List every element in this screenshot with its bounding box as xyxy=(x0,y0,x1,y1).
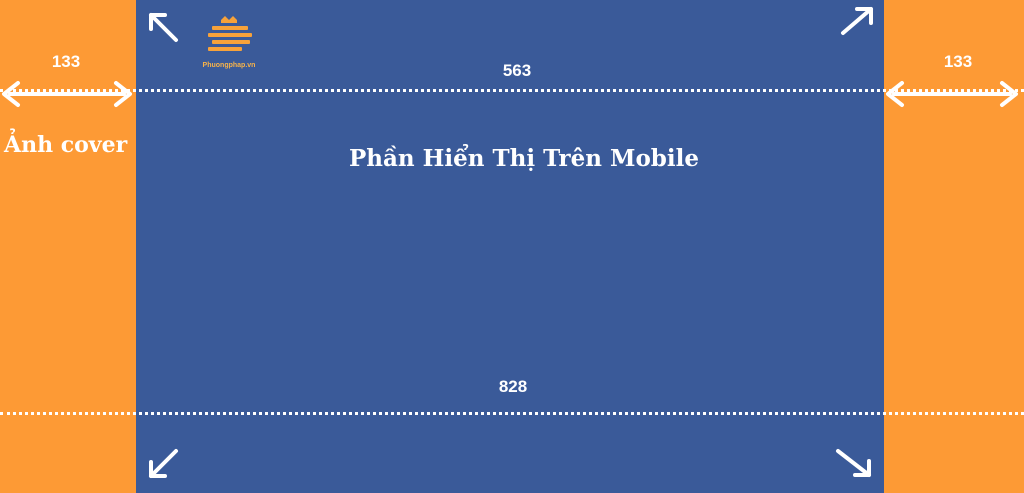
logo-text: Phuongphap.vn xyxy=(202,62,256,69)
total-width-guide-line xyxy=(0,412,1024,415)
crown-stripes-logo-icon xyxy=(208,16,252,51)
left-width-double-arrow-icon xyxy=(2,81,132,107)
top-right-corner-arrow-icon xyxy=(841,7,873,35)
left-cover-area xyxy=(0,0,136,493)
right-cover-width-label: 133 xyxy=(943,52,973,71)
mobile-display-area xyxy=(136,0,884,493)
bottom-right-corner-arrow-icon xyxy=(836,449,871,477)
right-width-double-arrow-icon xyxy=(886,81,1018,107)
mobile-display-caption: Phần Hiển Thị Trên Mobile xyxy=(349,145,699,172)
top-left-corner-arrow-icon xyxy=(149,13,178,42)
mobile-width-guide-line xyxy=(0,89,1024,92)
phuongphap-logo: Phuongphap.vn xyxy=(194,14,264,70)
bottom-left-corner-arrow-icon xyxy=(149,449,178,478)
mobile-width-label: 563 xyxy=(502,61,532,80)
cover-caption: Ảnh cover xyxy=(4,132,128,158)
left-cover-width-label: 133 xyxy=(51,52,81,71)
total-width-label: 828 xyxy=(498,377,528,396)
